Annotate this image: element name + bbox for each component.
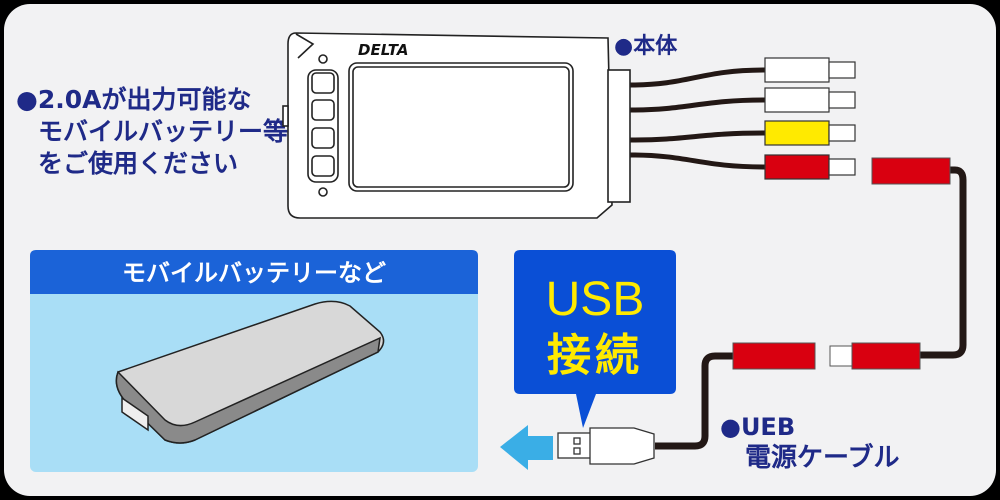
battery-box: モバイルバッテリーなど <box>30 250 478 472</box>
red-plugs <box>732 157 951 370</box>
note-line-2: モバイルバッテリー等 <box>38 117 288 146</box>
battery-box-header <box>30 250 478 294</box>
device-main-unit <box>282 32 631 219</box>
arrow-left-icon <box>500 425 553 470</box>
usb-plug <box>557 427 655 465</box>
device-button-column <box>307 69 339 183</box>
usb-label: USB <box>546 273 645 326</box>
usb-bubble: USB 接続 <box>514 250 676 428</box>
rca-plug-yellow <box>764 120 856 146</box>
note-line-1: ●2.0Aが出力可能な <box>16 85 251 114</box>
red-plug-top <box>871 157 951 185</box>
rca-plugs <box>764 57 856 180</box>
note-line-3: をご使用ください <box>38 149 238 178</box>
red-plug-left <box>732 342 816 370</box>
cable-label-1: ●UEB <box>720 413 795 441</box>
connection-label: 接続 <box>547 330 643 381</box>
rca-plug-red <box>764 154 856 180</box>
red-plug-right <box>851 342 921 370</box>
mobile-battery-illustration <box>115 300 385 444</box>
rca-cables <box>629 67 766 170</box>
usb-port <box>121 396 149 432</box>
rca-plug-white-2 <box>764 87 856 113</box>
plug-tip <box>829 345 853 367</box>
left-note: ●2.0Aが出力可能な モバイルバッテリー等 をご使用ください <box>16 85 288 178</box>
device-label: ●本体 <box>614 34 678 59</box>
rca-plug-white-1 <box>764 57 856 83</box>
cable-label-2: 電源ケーブル <box>745 442 899 473</box>
device-brand-logo: DELTA <box>358 41 408 59</box>
battery-box-title: モバイルバッテリーなど <box>122 259 386 287</box>
power-cable <box>655 166 967 450</box>
